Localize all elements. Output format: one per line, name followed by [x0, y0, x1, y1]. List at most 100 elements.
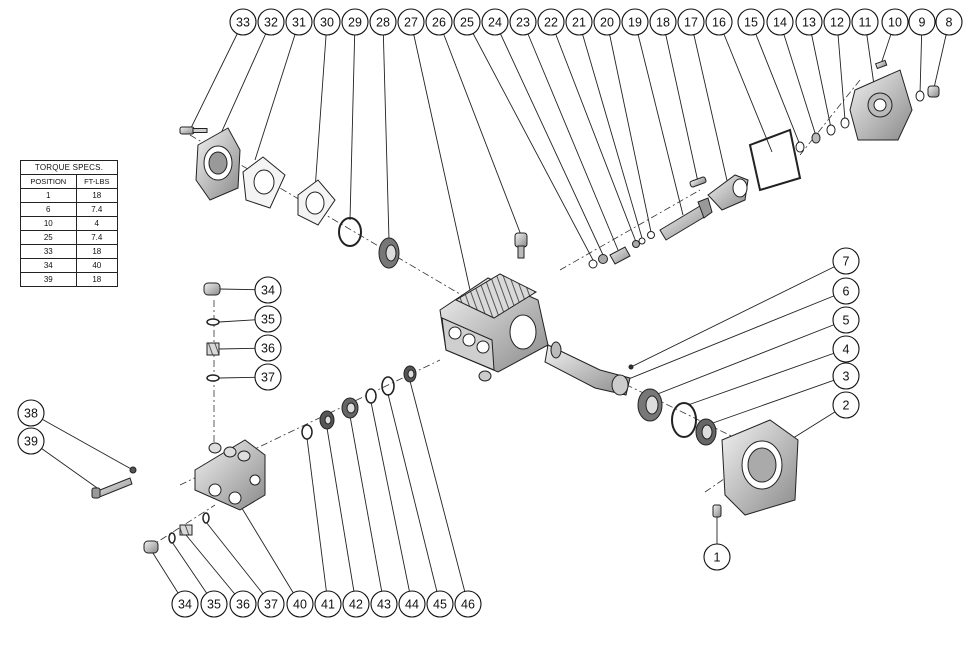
- callout-circle: [369, 8, 397, 36]
- leader-callout-42-bottom: [326, 427, 357, 605]
- leader-callout-24-top: [494, 21, 604, 256]
- callout-circle: [881, 8, 909, 36]
- callout-44-bottom: 44: [398, 590, 426, 618]
- part-28-bearing: [378, 237, 400, 269]
- part-1-bolt: [712, 504, 722, 518]
- leader-callout-27-top: [410, 21, 471, 291]
- callout-26-top: 26: [425, 8, 453, 36]
- leader-callout-4-right: [687, 348, 847, 406]
- callout-label: 3: [843, 370, 850, 384]
- callout-circle: [254, 305, 282, 333]
- callout-circle: [370, 590, 398, 618]
- callout-label: 31: [292, 16, 306, 30]
- torque-position: 6: [20, 202, 77, 217]
- callout-circle: [397, 8, 425, 36]
- callout-circle: [257, 8, 285, 36]
- callout-18-top: 18: [649, 8, 677, 36]
- callout-9-top: 9: [908, 8, 936, 36]
- callout-label: 13: [802, 16, 816, 30]
- callout-circle: [286, 590, 314, 618]
- callout-label: 32: [264, 16, 278, 30]
- part-9-washer: [915, 90, 925, 102]
- leader-callout-31-top: [254, 21, 300, 161]
- callout-circle: [481, 8, 509, 36]
- callout-circle: [795, 8, 823, 36]
- part-15-ring: [795, 141, 805, 153]
- callout-label: 33: [236, 16, 250, 30]
- part-18-pin: [689, 176, 707, 188]
- callout-36-bottom: 36: [229, 590, 257, 618]
- leader-callout-28-top: [382, 21, 390, 241]
- part-23-sleeve: [609, 246, 631, 265]
- callout-label: 43: [377, 598, 391, 612]
- callout-label: 44: [405, 598, 419, 612]
- torque-value: 40: [75, 258, 119, 273]
- leader-callout-13-top: [808, 21, 832, 129]
- callout-circle: [766, 8, 794, 36]
- callout-22-top: 22: [537, 8, 565, 36]
- callout-circle: [254, 276, 282, 304]
- leader-callout-6-right: [625, 290, 847, 381]
- part-20-washer: [647, 231, 655, 239]
- leader-callout-45-bottom: [387, 393, 441, 605]
- callout-circle: [257, 590, 285, 618]
- callout-circle: [593, 8, 621, 36]
- callout-label: 23: [516, 16, 530, 30]
- part-4-o-ring: [671, 402, 697, 438]
- callout-35-upper: 35: [254, 305, 282, 333]
- callout-label: 34: [178, 598, 192, 612]
- callout-14-top: 14: [766, 8, 794, 36]
- callout-39: 39: [17, 427, 45, 455]
- part-13-ring: [826, 124, 836, 136]
- callout-2-right: 2: [832, 391, 860, 419]
- callout-circle: [229, 590, 257, 618]
- callout-label: 41: [321, 598, 335, 612]
- leader-callout-7-right: [630, 260, 847, 368]
- callout-label: 25: [460, 16, 474, 30]
- part-41-ring: [301, 424, 313, 440]
- leader-callout-41-bottom: [306, 437, 329, 605]
- leader-callout-16-top: [718, 21, 773, 153]
- torque-position: 25: [20, 230, 77, 245]
- callout-6-right: 6: [832, 277, 860, 305]
- callout-label: 14: [773, 16, 787, 30]
- part-46-seal: [403, 365, 417, 383]
- callout-label: 9: [919, 16, 926, 30]
- callout-11-top: 11: [851, 8, 879, 36]
- callout-label: 5: [843, 314, 850, 328]
- callout-29-top: 29: [341, 8, 369, 36]
- callout-4-right: 4: [832, 335, 860, 363]
- callout-circle: [342, 590, 370, 618]
- torque-position: 34: [20, 258, 77, 273]
- callout-circle: [426, 590, 454, 618]
- callout-circle: [649, 8, 677, 36]
- callout-40-bottom: 40: [286, 590, 314, 618]
- part-33-bolt: [179, 126, 208, 135]
- part-21-ring: [638, 237, 646, 245]
- leader-callout-25-top: [466, 21, 594, 261]
- leader-callout-30-top: [314, 21, 328, 191]
- callout-circle: [314, 590, 342, 618]
- callout-42-bottom: 42: [342, 590, 370, 618]
- callout-label: 18: [656, 16, 670, 30]
- callout-circle: [832, 277, 860, 305]
- leader-callout-15-top: [750, 21, 801, 146]
- part-34-valve-cap-lower: [143, 540, 159, 554]
- callout-label: 34: [261, 284, 275, 298]
- leader-callout-23-top: [522, 21, 619, 251]
- part-30-gasket: [297, 179, 336, 226]
- callout-label: 17: [684, 16, 698, 30]
- part-31-gasket: [242, 156, 286, 209]
- leader-callout-36-bottom: [185, 534, 244, 605]
- leader-callout-22-top: [550, 21, 637, 243]
- callout-circle: [851, 8, 879, 36]
- callout-37-upper: 37: [254, 363, 282, 391]
- callout-16-top: 16: [705, 8, 733, 36]
- callout-20-top: 20: [593, 8, 621, 36]
- torque-position: 1: [20, 188, 77, 203]
- leader-callout-44-bottom: [370, 401, 413, 605]
